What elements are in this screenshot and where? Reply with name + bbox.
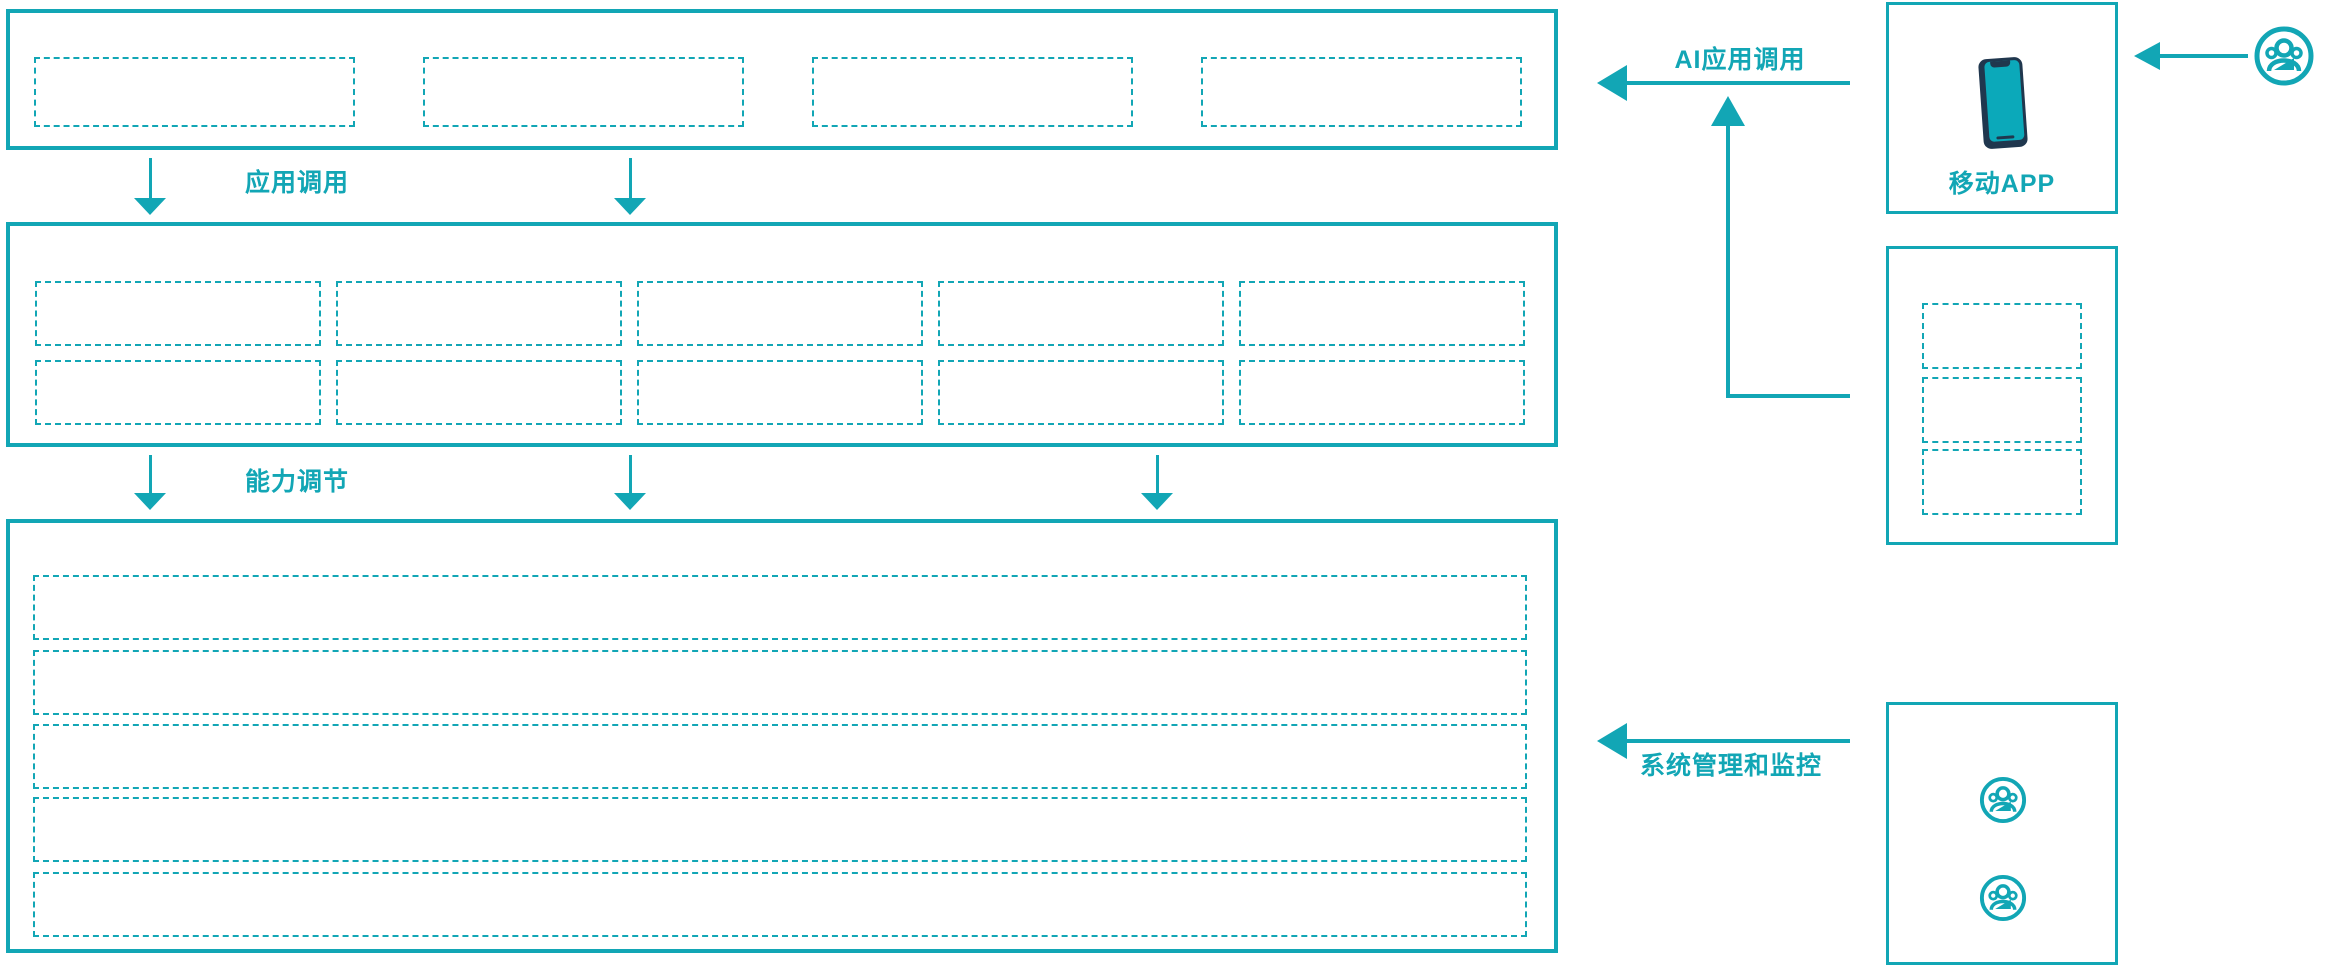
arrow-down-icon xyxy=(614,198,646,215)
placeholder-box xyxy=(637,281,923,346)
label-capability-adjust: 能力调节 xyxy=(245,468,350,496)
arrow-left-icon xyxy=(1597,723,1627,759)
placeholder-box xyxy=(1201,57,1522,127)
arrow-line xyxy=(149,158,152,200)
label-ai-app-call: AI应用调用 xyxy=(1674,46,1806,74)
arrow-line xyxy=(149,455,152,495)
arrow-line xyxy=(2160,54,2248,58)
placeholder-box xyxy=(812,57,1133,127)
users-icon xyxy=(1979,776,2027,824)
arrow-line xyxy=(629,455,632,495)
arrow-down-icon xyxy=(614,493,646,510)
placeholder-box xyxy=(637,360,923,425)
users-icon xyxy=(2254,26,2314,86)
arrow-line xyxy=(629,158,632,200)
arrow-down-icon xyxy=(1141,493,1173,510)
connector-line xyxy=(1726,394,1850,398)
placeholder-box xyxy=(938,281,1224,346)
label-system-mgmt: 系统管理和监控 xyxy=(1640,752,1823,780)
arrow-down-icon xyxy=(134,493,166,510)
placeholder-box xyxy=(1922,303,2082,369)
arrow-line xyxy=(1156,455,1159,495)
arrow-line xyxy=(1625,739,1850,743)
placeholder-box xyxy=(938,360,1224,425)
smartphone-screen xyxy=(1984,59,2025,143)
placeholder-row xyxy=(33,575,1527,640)
placeholder-box xyxy=(34,57,355,127)
arrow-up-icon xyxy=(1711,96,1745,126)
label-mobile-app: 移动APP xyxy=(1948,170,2056,198)
users-icon xyxy=(1979,874,2027,922)
placeholder-box xyxy=(35,281,321,346)
placeholder-box xyxy=(1922,449,2082,515)
label-app-call: 应用调用 xyxy=(245,169,350,197)
placeholder-row xyxy=(33,650,1527,715)
placeholder-box xyxy=(336,360,622,425)
arrow-line xyxy=(1726,125,1730,398)
smartphone-icon xyxy=(1977,56,2029,150)
arrow-left-icon xyxy=(1597,65,1627,101)
arrow-down-icon xyxy=(134,198,166,215)
arrow-left-icon xyxy=(2134,42,2160,70)
placeholder-box xyxy=(423,57,744,127)
placeholder-row xyxy=(33,797,1527,862)
placeholder-box xyxy=(35,360,321,425)
placeholder-row xyxy=(33,724,1527,789)
placeholder-box xyxy=(336,281,622,346)
placeholder-box xyxy=(1239,360,1525,425)
placeholder-box xyxy=(1922,377,2082,443)
arrow-line xyxy=(1625,81,1850,85)
placeholder-box xyxy=(1239,281,1525,346)
placeholder-row xyxy=(33,872,1527,937)
admin-box xyxy=(1886,702,2118,965)
